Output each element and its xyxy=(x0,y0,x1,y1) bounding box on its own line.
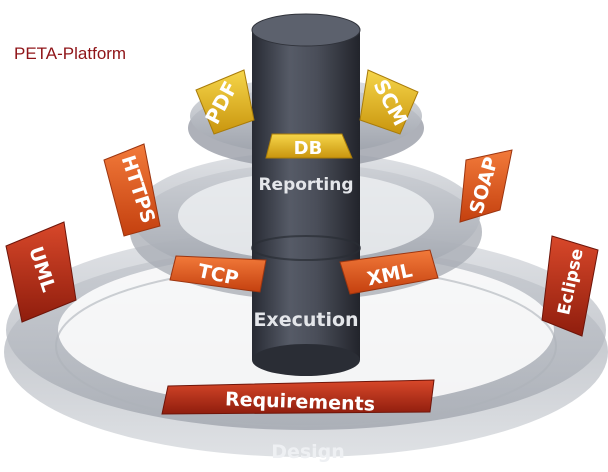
eclipse-segment: Eclipse xyxy=(541,235,599,337)
https-segment: HTTPS xyxy=(103,143,161,237)
soap-segment: SOAP xyxy=(459,149,513,223)
pdf-segment: PDF xyxy=(195,69,255,135)
requirements-segment: Requirements xyxy=(161,379,435,416)
page-title: PETA-Platform xyxy=(14,44,127,63)
db-label: DB xyxy=(294,138,323,159)
tcp-segment: TCP xyxy=(169,255,267,293)
db-segment: DB xyxy=(265,133,353,159)
design-label: Design xyxy=(271,441,345,463)
requirements-label: Requirements xyxy=(225,388,376,415)
reporting-label: Reporting xyxy=(258,175,353,195)
scm-segment: SCM xyxy=(359,69,419,135)
execution-label: Execution xyxy=(253,309,358,331)
uml-segment: UML xyxy=(5,221,77,323)
central-cylinder xyxy=(251,13,361,376)
